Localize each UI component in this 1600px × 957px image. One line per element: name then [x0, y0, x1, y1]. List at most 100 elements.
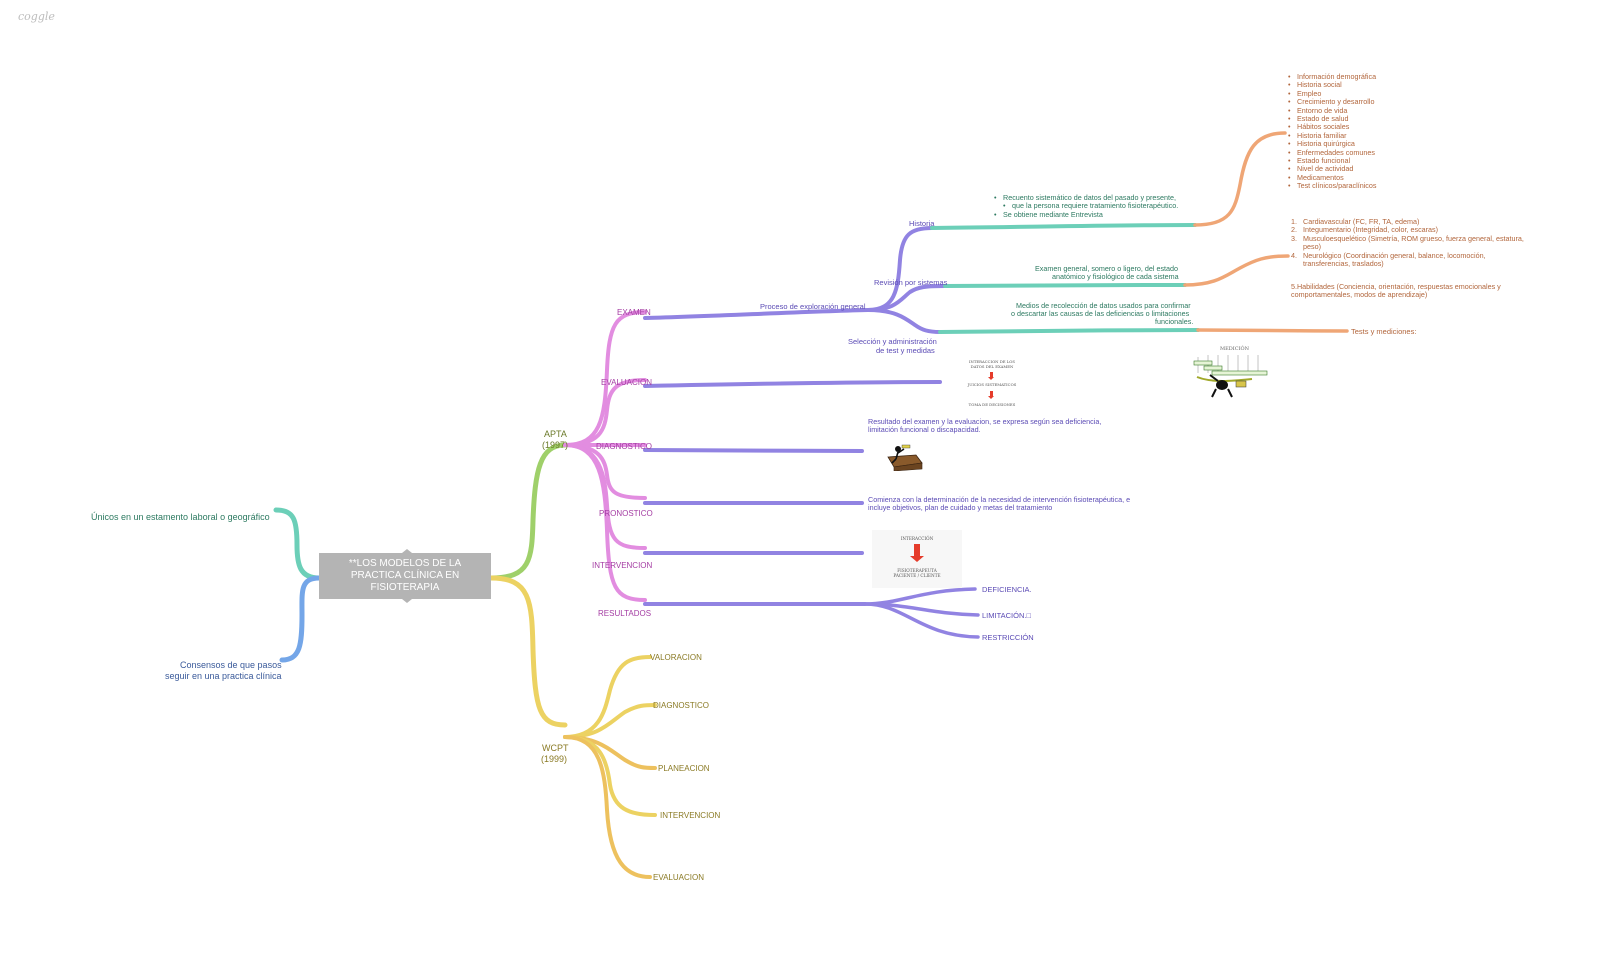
connector-seleccion-teal — [938, 328, 1200, 334]
historia-item: Empleo — [1288, 89, 1377, 98]
historia-notes: Recuento sistemático de datos del pasado… — [994, 193, 1178, 219]
historia-item: Estado de salud — [1288, 114, 1377, 123]
connector-revision-teal — [943, 283, 1187, 288]
diagnostico-image — [887, 444, 923, 471]
connector-evaluacion-fig — [643, 380, 942, 388]
connector-unique — [273, 507, 322, 581]
historia-note-item: Recuento sistemático de datos del pasado… — [994, 193, 1178, 202]
historia-item: Historia familiar — [1288, 131, 1377, 140]
medicion-drawing — [1193, 355, 1268, 398]
brand-logo: coggle — [18, 10, 55, 23]
node-planeacion[interactable]: PLANEACION — [658, 764, 710, 773]
diagnostico-note-line2: limitación funcional o discapacidad. — [868, 425, 981, 434]
pronostico-note-line2: incluye objetivos, plan de cuidado y met… — [868, 503, 1053, 512]
node-historia[interactable]: Historia — [909, 219, 935, 228]
historia-note-item: que la persona requiere tratamiento fisi… — [994, 201, 1178, 210]
connector-deficiencia — [863, 587, 977, 606]
node-wcpt-evaluacion[interactable]: EVALUACION — [653, 873, 704, 882]
historia-item: Nivel de actividad — [1288, 165, 1377, 174]
revision-item: transferencias, traslados) — [1303, 259, 1384, 269]
historia-item: Estado funcional — [1288, 156, 1377, 165]
revision-items-list: 1. Cardiavascular (FC, FR, TA, edema) 2.… — [1291, 217, 1524, 269]
node-seleccion-line1[interactable]: Selección y administración — [848, 337, 937, 346]
node-proceso[interactable]: Proceso de exploración general — [760, 302, 866, 311]
connector-pronostico — [563, 443, 647, 500]
node-valoracion[interactable]: VALORACION — [650, 653, 702, 662]
node-intervencion[interactable]: INTERVENCION — [592, 561, 653, 570]
node-wcpt-year[interactable]: (1999) — [541, 754, 568, 764]
arrow-head-icon — [988, 396, 994, 399]
arrow-down-icon — [914, 544, 920, 556]
node-revision[interactable]: Revisión por sistemas — [874, 278, 948, 287]
historia-item: Información demográfica — [1288, 72, 1377, 81]
connector-restriccion — [863, 602, 980, 639]
historia-item: Enfermedades comunes — [1288, 148, 1377, 157]
node-restriccion[interactable]: RESTRICCIÓN — [982, 633, 1034, 642]
node-apta-year[interactable]: (1997) — [542, 440, 569, 450]
connector-examen — [563, 310, 647, 447]
connector-revision — [866, 284, 947, 312]
revision-item: 1. Cardiavascular (FC, FR, TA, edema) — [1291, 217, 1420, 226]
node-wcpt-intervencion[interactable]: INTERVENCION — [660, 811, 721, 820]
seleccion-note-line1: Medios de recolección de datos usados pa… — [1016, 301, 1191, 310]
habilidades-line1: 5.Habilidades (Conciencia, orientación, … — [1291, 282, 1501, 291]
node-evaluacion[interactable]: EVALUACION — [601, 378, 652, 387]
root-label: **LOS MODELOS DE LA PRACTICA CLÍNICA EN … — [348, 558, 462, 593]
node-deficiencia[interactable]: DEFICIENCIA. — [982, 585, 1032, 594]
connector-w-evaluacion — [563, 735, 652, 879]
connector-w-intervencion — [563, 735, 657, 817]
historia-item: Historia social — [1288, 80, 1377, 89]
revision-note-line2: anatómico y fisiológico de cada sistema — [1052, 272, 1179, 281]
connector-diagnostico-note — [643, 448, 864, 453]
node-consensus-line1[interactable]: Consensos de que pasos — [180, 660, 282, 670]
historia-item: Test clínicos/paraclínicos — [1288, 181, 1377, 190]
evaluacion-fig-line4: TOMA DE DECISIONES — [968, 402, 1016, 407]
intervencion-fig-line3: PACIENTE / CLIENTE — [893, 573, 941, 578]
seleccion-note-line2: o descartar las causas de las deficienci… — [1011, 309, 1190, 318]
node-limitacion[interactable]: LIMITACIÓN.□ — [982, 611, 1031, 620]
diagnostico-note-line1: Resultado del examen y la evaluacion, se… — [868, 417, 1102, 426]
connector-evaluacion — [563, 378, 647, 447]
connector-planeacion — [563, 735, 657, 770]
connector-wcpt — [488, 575, 568, 728]
revision-item: 3. Musculoesquelético (Simetría, ROM gru… — [1291, 233, 1524, 243]
connector-seleccion — [866, 308, 942, 334]
historia-items-list: Información demográfica Historia social … — [1288, 72, 1377, 191]
node-wcpt-diagnostico[interactable]: DIAGNOSTICO — [653, 701, 710, 710]
historia-item: Crecimiento y desarrollo — [1288, 97, 1377, 106]
connector-w-diagnostico — [563, 703, 657, 739]
node-examen[interactable]: EXAMEN — [617, 308, 651, 317]
arrow-head-icon — [910, 556, 924, 562]
intervencion-image: INTERACCIÓN FISIOTERAPEUTA PACIENTE / CL… — [872, 530, 962, 588]
node-wcpt-label[interactable]: WCPT — [542, 743, 569, 753]
historia-item: Medicamentos — [1288, 173, 1377, 182]
evaluacion-fig-line3: JUICIOS SISTEMATICOS — [967, 382, 1017, 387]
arrow-head-icon — [988, 377, 994, 380]
root-node[interactable]: **LOS MODELOS DE LA PRACTICA CLÍNICA EN … — [319, 549, 491, 603]
revision-item: peso) — [1303, 242, 1321, 252]
connector-resultados — [563, 443, 647, 602]
node-seleccion-line2[interactable]: de test y medidas — [876, 346, 935, 355]
connector-valoracion — [563, 655, 652, 739]
connector-historia-teal — [930, 223, 1197, 230]
seleccion-note-line3: funcionales. — [1155, 317, 1194, 326]
intervencion-fig-line1: INTERACCIÓN — [900, 536, 934, 541]
node-consensus-line2[interactable]: seguir en una practica clínica — [165, 671, 282, 681]
node-apta-label[interactable]: APTA — [544, 429, 567, 439]
arrow-down-icon — [990, 391, 993, 396]
medicion-image: MEDICIÓN — [1192, 345, 1272, 401]
historia-item: Historia quirúrgica — [1288, 139, 1377, 148]
node-diagnostico[interactable]: DIAGNOSTICO — [596, 442, 653, 451]
node-resultados[interactable]: RESULTADOS — [598, 609, 652, 618]
connector-consensus — [279, 575, 322, 663]
node-unique[interactable]: Únicos en un estamento laboral o geográf… — [91, 512, 270, 522]
node-pronostico[interactable]: PRONOSTICO — [599, 509, 653, 518]
revision-note-line1: Examen general, somero o ligero, del est… — [1035, 264, 1179, 273]
evaluacion-fig-line2: DATOS DEL EXAMEN — [970, 364, 1014, 369]
connector-historia-orange — [1193, 131, 1287, 227]
evaluacion-fig-line1: INTERACCION DE LOS — [969, 359, 1015, 364]
root-notch-top — [402, 549, 412, 553]
node-tests[interactable]: Tests y mediciones: — [1351, 327, 1417, 336]
connector-proceso — [643, 308, 870, 320]
